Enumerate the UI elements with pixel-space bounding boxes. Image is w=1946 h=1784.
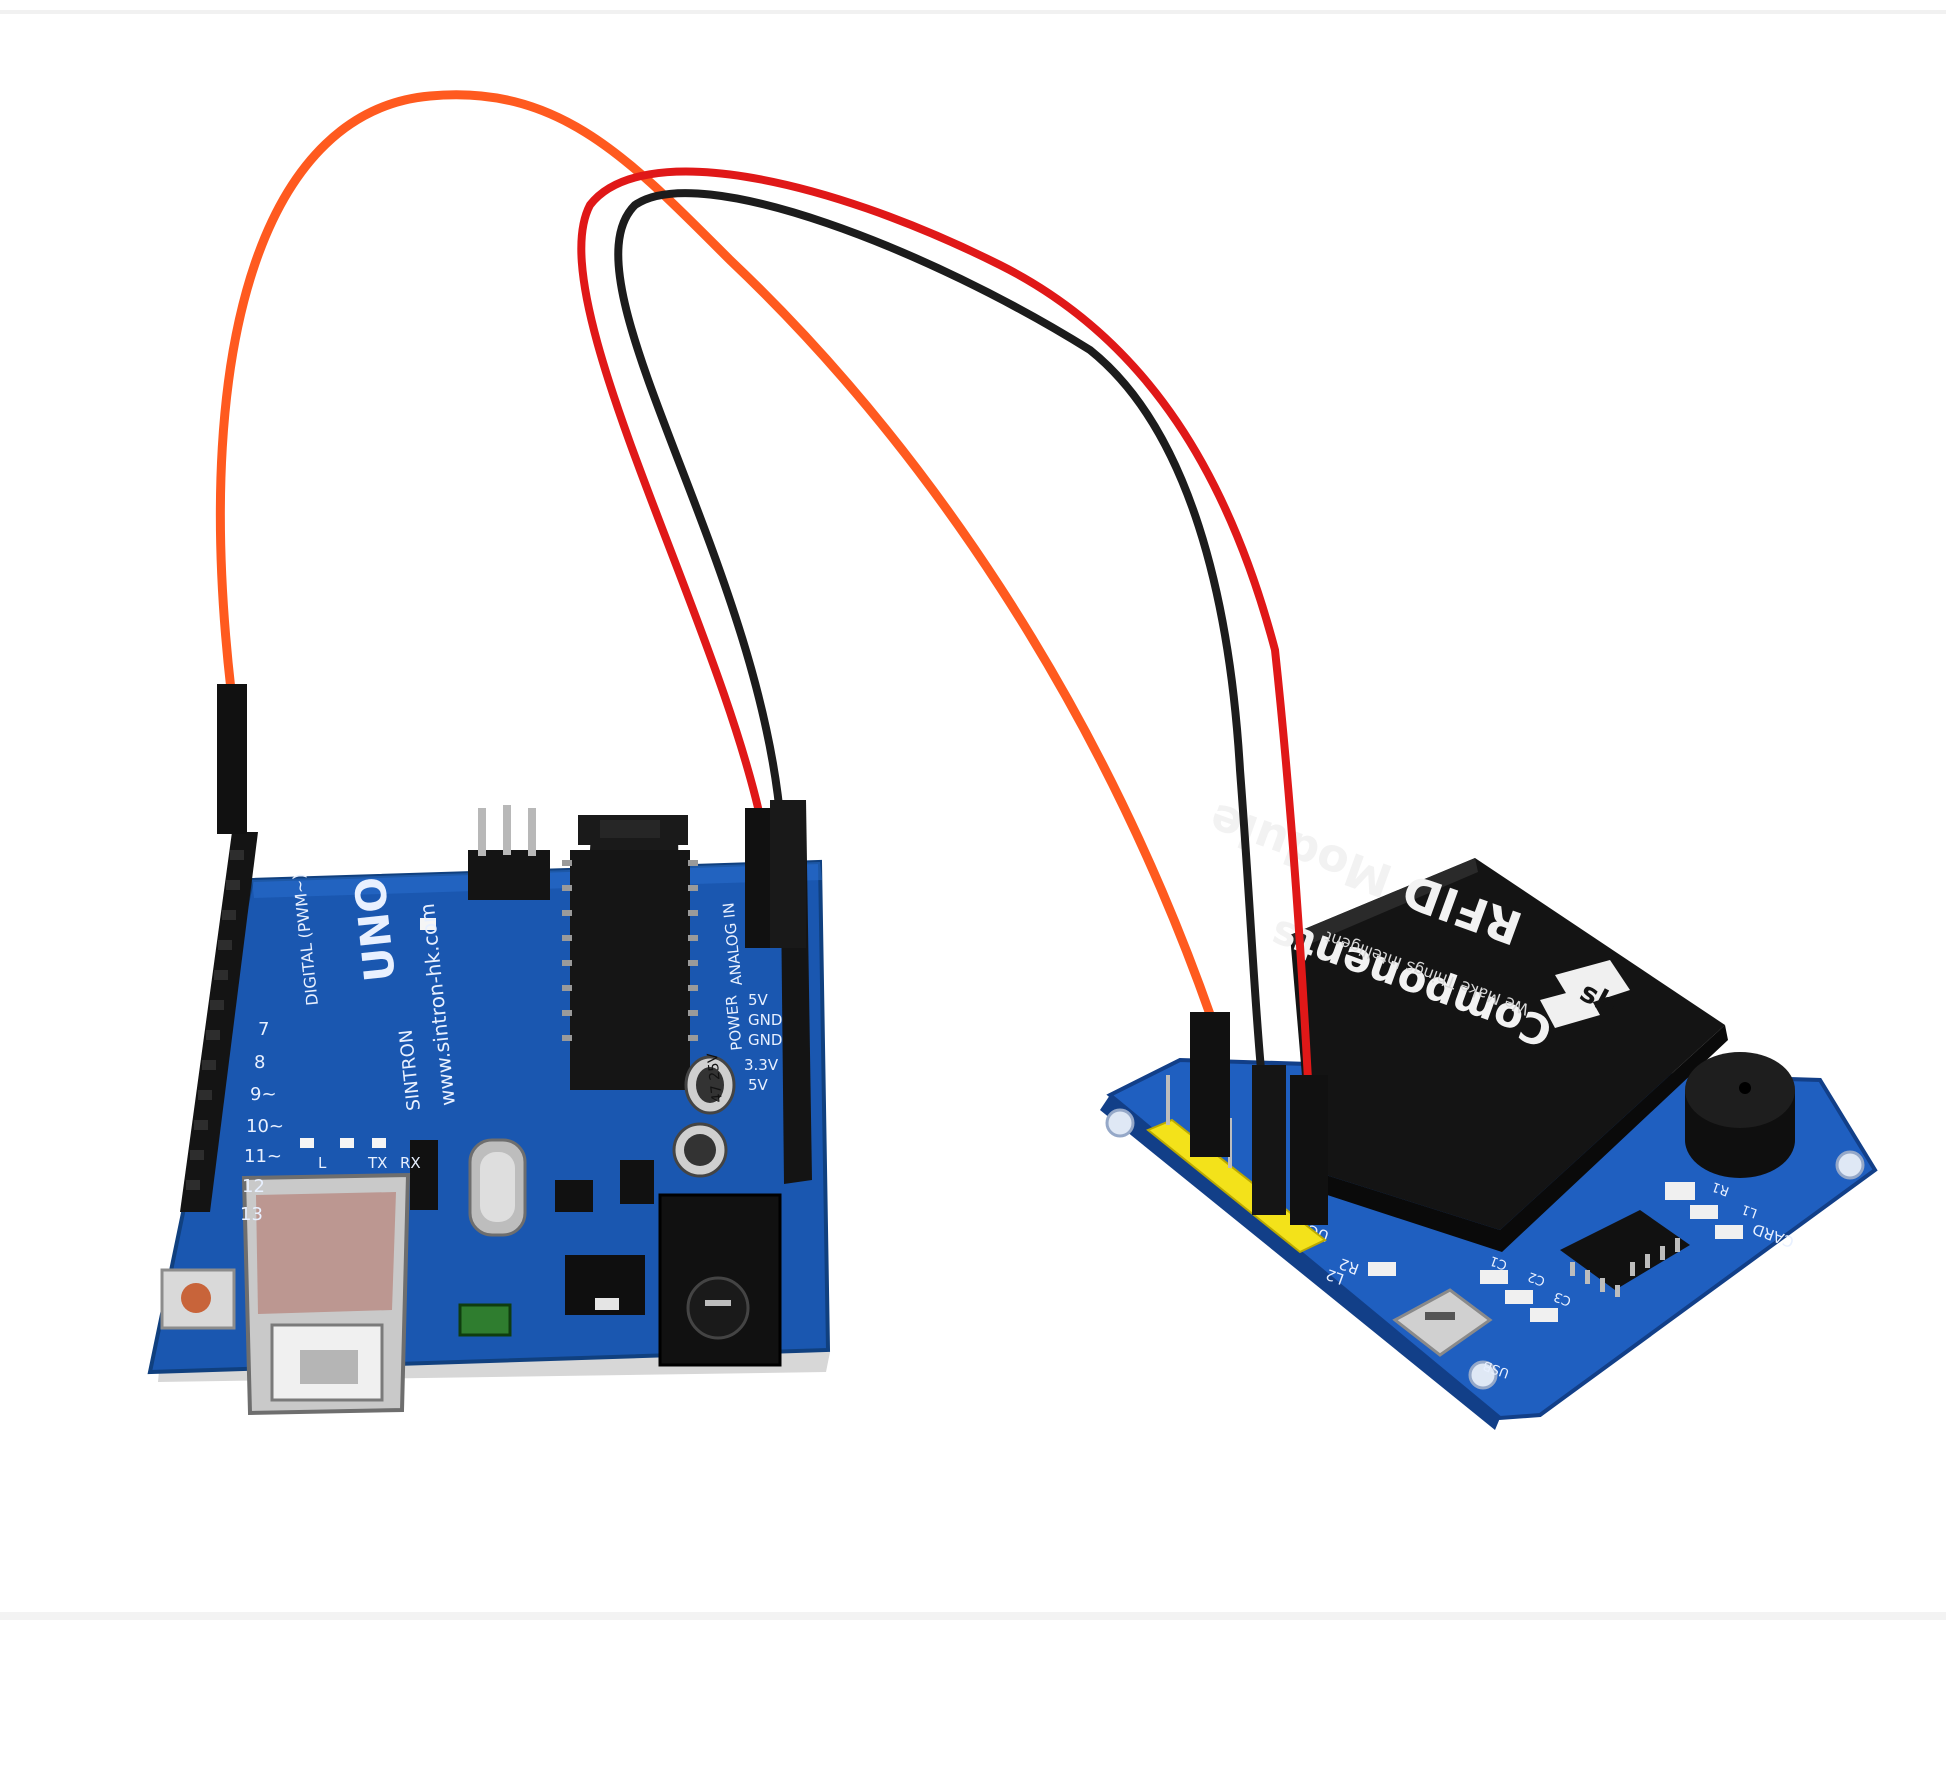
pcb-label: R1 [1710,1178,1731,1198]
pcb-label: C2 [1526,1268,1547,1288]
dc-jack[interactable] [658,1193,782,1367]
connector-black-arduino [770,800,806,948]
pcb-label: R2 [1336,1254,1361,1278]
dupont-connectors [217,684,1328,1225]
icsp-header [468,805,550,900]
connector-black-rfid [1252,1065,1286,1215]
rfid-module-body [1290,858,1725,1230]
jumper-wires [215,90,1312,1084]
board-label: UNO [345,875,405,985]
connector-orange-rfid [1190,1012,1230,1157]
pin-label: 10~ [246,1116,284,1137]
capacitor [672,1055,736,1178]
digital-header [180,832,258,1212]
pcb-label: C1 [1488,1252,1509,1272]
usb-b-connector[interactable] [241,1172,411,1416]
pin-label: GND [748,1011,782,1029]
connector-red-rfid [1290,1075,1328,1225]
pin-label: 11~ [244,1146,282,1167]
pin-label: 5V [748,991,769,1009]
sb-logo: sb [1540,960,1630,1028]
connector-orange-arduino [217,684,247,834]
arduino-board: UNO www.sintron-hk.com SINTRON DIGITAL (… [147,800,831,1416]
led-label: TX [367,1154,387,1172]
crystal [468,1138,527,1237]
small-ic [620,1160,654,1204]
pcb-label: L1 [1740,1201,1760,1220]
led-labels: L TX RX [318,1154,421,1172]
pin-label: 3.3V [744,1056,779,1074]
pin-label: 8 [254,1052,265,1073]
pin-label: 12 [242,1176,265,1197]
usb-ic [410,1140,438,1210]
rfid-ic [1560,1210,1690,1297]
power-label: POWER [722,994,746,1051]
reset-button[interactable] [160,1268,236,1330]
digital-pin-labels: 7 8 9~ 10~ 11~ 12 13 [240,1019,284,1225]
fuse [458,1303,512,1337]
led-label: RX [400,1154,421,1172]
capacitor-label: 47 25V [705,1052,726,1103]
buzzer [1685,1052,1795,1178]
led-label: L [318,1154,327,1172]
voltage-regulator [555,1180,593,1212]
pcb-label: C3 [1552,1288,1573,1308]
power-pin-labels: 5V GND GND 3.3V 5V [744,991,782,1094]
pin-label: 9~ [250,1084,277,1105]
micro-usb-port[interactable] [1392,1288,1493,1357]
status-leds [300,918,436,1148]
rfid-pcb-labels: UC R2 L2 USB C1 C2 C3 R1 L1 CARD [1305,1178,1796,1380]
pin-label: 13 [240,1204,263,1225]
red-wire [577,167,1312,1084]
pin-label: 5V [748,1076,769,1094]
atmega-chip [562,815,698,1090]
pin-label: GND [748,1031,782,1049]
pcb-label: L2 [1323,1265,1346,1288]
black-wire [614,189,1266,1084]
smd-components [1368,1182,1743,1322]
pin-label: 7 [258,1019,269,1040]
orange-wire [215,90,1217,1025]
